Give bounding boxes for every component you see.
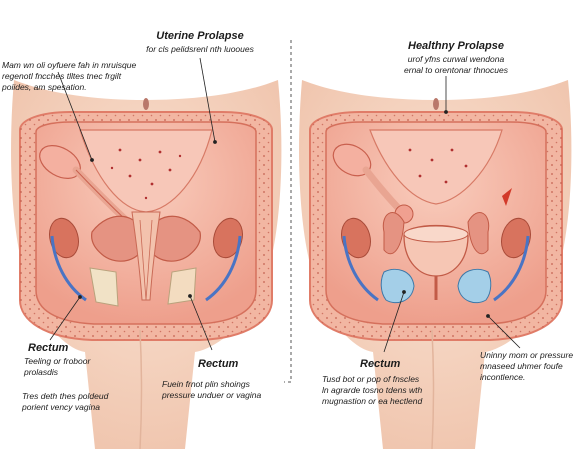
right-pelvis-illustration <box>299 80 572 449</box>
left-dots <box>110 148 182 200</box>
left-note-outer-2: prolasdis <box>24 367 59 377</box>
right-note-right-1: Uninny mom or pressure <box>480 350 574 360</box>
left-note-center-1: Fuein frnot plin shoings <box>162 379 250 389</box>
right-muscle-lobe-2 <box>467 212 490 255</box>
left-note-center-2: pressure unduer or vagina <box>162 390 262 400</box>
right-subtitle-2: ernal to orentonar thnocues <box>404 65 508 75</box>
left-femur-head-l <box>89 267 119 307</box>
right-side-muscle-l <box>341 217 371 259</box>
left-side-muscle-r <box>213 217 243 259</box>
left-pelvis-illustration <box>11 80 282 449</box>
right-muscle-lobe-1 <box>382 212 405 255</box>
left-prolapse-column <box>131 211 161 301</box>
left-title: Uterine Prolapse <box>156 30 244 42</box>
right-note-center-1: Tusd bot or pop of fnscles <box>322 374 420 384</box>
right-note-right-3: incontlence. <box>480 372 526 382</box>
right-side-muscle-r <box>501 217 531 259</box>
left-leader-lines <box>49 57 217 351</box>
right-vein-l <box>342 235 379 302</box>
left-top-note-1: Mam wn oli oyfuere fah in mruisque <box>2 60 137 70</box>
left-rectum-label-right: Rectum <box>198 358 239 370</box>
right-vein-r <box>493 235 530 302</box>
left-muscle-lobe-2 <box>145 215 201 262</box>
right-dots <box>408 148 468 184</box>
right-note-right-2: mnaseed uhmer foufe <box>480 361 563 371</box>
left-navel <box>143 98 149 110</box>
right-fluid-pocket-r <box>457 268 492 304</box>
left-subtitle: for cls pelidsrenl nth luooues <box>146 44 254 54</box>
right-uterus-dome <box>369 129 503 205</box>
right-thigh-gap <box>431 329 435 449</box>
left-femur-head-r <box>167 267 197 305</box>
left-muscle-lobe-1 <box>91 215 147 262</box>
right-leader-lines <box>383 76 521 353</box>
left-vein-r <box>205 235 242 302</box>
left-top-note-3: poiides, am spesation. <box>2 82 87 92</box>
right-note-center-3: mugnastion or ea hectlend <box>322 396 423 406</box>
right-pelvic-cavity <box>325 121 547 325</box>
left-note-bottom-1: Tres deth thes poldeud <box>22 391 109 401</box>
right-fluid-pocket-l <box>380 268 415 304</box>
left-note-outer-1: Teeling or froboor <box>24 356 91 366</box>
right-subtitle-1: urof yfns curwal wendona <box>407 54 505 64</box>
left-top-note-2: regenotl fncches tlltes tnec frgilt <box>2 71 122 81</box>
left-note-bottom-2: porient vency vagina <box>22 402 100 412</box>
left-side-muscle-l <box>49 217 79 259</box>
right-navel <box>433 98 439 110</box>
left-thigh-gap <box>139 329 143 449</box>
right-note-center-2: ln agrarde tosno tdens wth <box>322 385 423 395</box>
right-red-mark <box>502 188 512 206</box>
right-rectum-label: Rectum <box>360 358 401 370</box>
right-title: Healthny Prolapse <box>408 40 504 52</box>
left-rectum-label: Rectum <box>28 342 69 354</box>
